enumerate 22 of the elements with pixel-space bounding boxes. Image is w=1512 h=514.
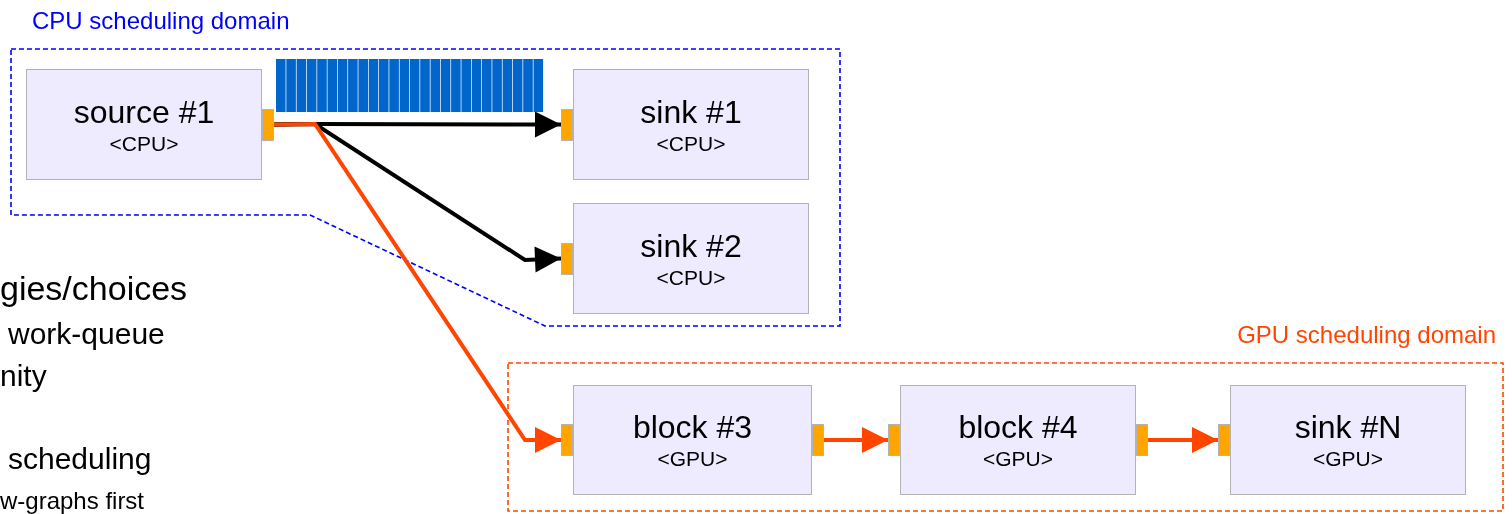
block-name: sink #1 [640,92,742,131]
block-device: <GPU> [657,446,728,472]
block-name: sink #2 [640,226,742,265]
block-device: <GPU> [982,446,1053,472]
block-name: block #4 [958,408,1078,446]
block-name: source #1 [73,92,215,131]
domain-title: CPU scheduling domain [32,7,290,35]
block-device: <GPU> [1312,446,1383,472]
arrow [273,122,561,453]
domain-title: GPU scheduling domain [1237,321,1496,349]
slide-text: nity [0,358,47,394]
slide-text: w-graphs first [0,486,145,514]
slide-text: scheduling [8,441,152,477]
block-device: <CPU> [109,130,179,157]
block-name: block #3 [632,408,753,446]
slide-text: gies/choices [0,270,188,306]
arrow [1148,427,1218,453]
block-device: <CPU> [656,264,726,291]
block-device: <CPU> [656,130,726,157]
block-name: sink #N [1294,408,1402,446]
slide-text: work-queue [8,316,165,352]
arrow [824,427,888,453]
